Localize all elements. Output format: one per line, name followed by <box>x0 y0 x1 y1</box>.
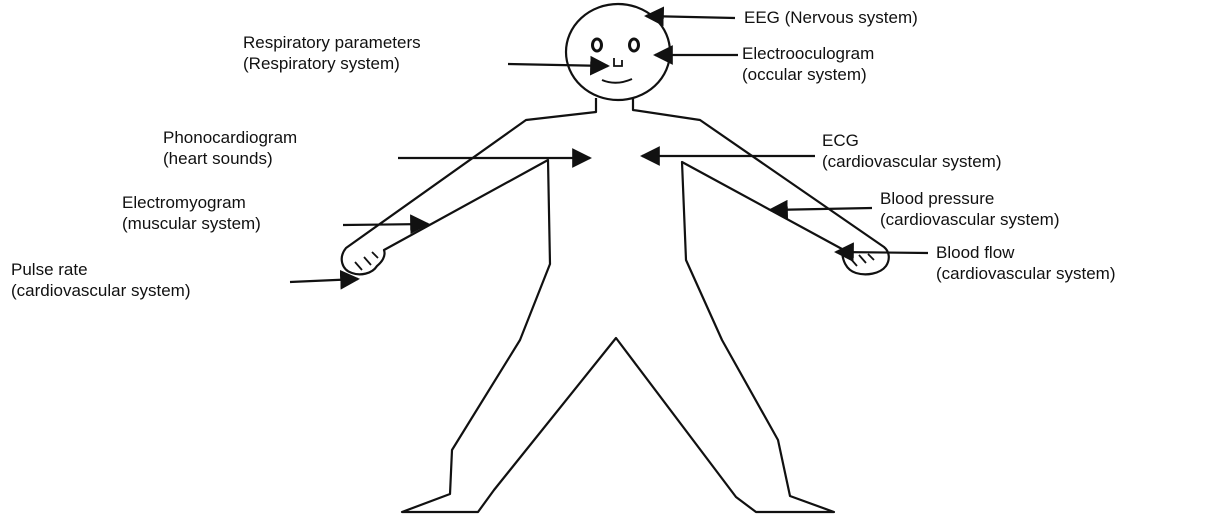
nose <box>614 58 622 66</box>
label-pulse-rate: Pulse rate (cardiovascular system) <box>11 259 191 301</box>
label-blood-flow-line2: (cardiovascular system) <box>936 263 1116 284</box>
label-pulse-rate-line1: Pulse rate <box>11 259 191 280</box>
label-eeg-line1: EEG (Nervous system) <box>744 7 918 28</box>
label-respiratory: Respiratory parameters (Respiratory syst… <box>243 32 421 74</box>
label-eeg: EEG (Nervous system) <box>744 7 918 28</box>
label-electrooculogram-line2: (occular system) <box>742 64 874 85</box>
label-blood-flow: Blood flow (cardiovascular system) <box>936 242 1116 284</box>
mouth <box>602 79 632 83</box>
label-ecg: ECG (cardiovascular system) <box>822 130 1002 172</box>
label-electromyogram-line2: (muscular system) <box>122 213 261 234</box>
arrow-blood-pressure <box>770 208 872 210</box>
label-phonocardiogram-line2: (heart sounds) <box>163 148 297 169</box>
right-eye <box>630 39 639 51</box>
arrow-respiratory <box>508 64 608 66</box>
label-blood-pressure: Blood pressure (cardiovascular system) <box>880 188 1060 230</box>
arrow-blood-flow <box>836 252 928 253</box>
left-eye <box>593 39 602 51</box>
label-ecg-line1: ECG <box>822 130 1002 151</box>
label-blood-pressure-line2: (cardiovascular system) <box>880 209 1060 230</box>
label-blood-pressure-line1: Blood pressure <box>880 188 1060 209</box>
right-hand-fingers <box>850 254 874 266</box>
label-respiratory-line1: Respiratory parameters <box>243 32 421 53</box>
arrow-pulse-rate <box>290 279 358 282</box>
left-hand-fingers <box>355 252 378 270</box>
label-phonocardiogram: Phonocardiogram (heart sounds) <box>163 127 297 169</box>
label-electromyogram-line1: Electromyogram <box>122 192 261 213</box>
label-electrooculogram: Electrooculogram (occular system) <box>742 43 874 85</box>
body-outline <box>342 98 889 512</box>
label-blood-flow-line1: Blood flow <box>936 242 1116 263</box>
label-pulse-rate-line2: (cardiovascular system) <box>11 280 191 301</box>
head <box>566 4 670 100</box>
label-electromyogram: Electromyogram (muscular system) <box>122 192 261 234</box>
arrow-eeg <box>646 16 735 18</box>
arrow-electromyogram <box>343 224 428 225</box>
label-phonocardiogram-line1: Phonocardiogram <box>163 127 297 148</box>
label-ecg-line2: (cardiovascular system) <box>822 151 1002 172</box>
label-electrooculogram-line1: Electrooculogram <box>742 43 874 64</box>
label-respiratory-line2: (Respiratory system) <box>243 53 421 74</box>
head-outline <box>566 4 670 100</box>
